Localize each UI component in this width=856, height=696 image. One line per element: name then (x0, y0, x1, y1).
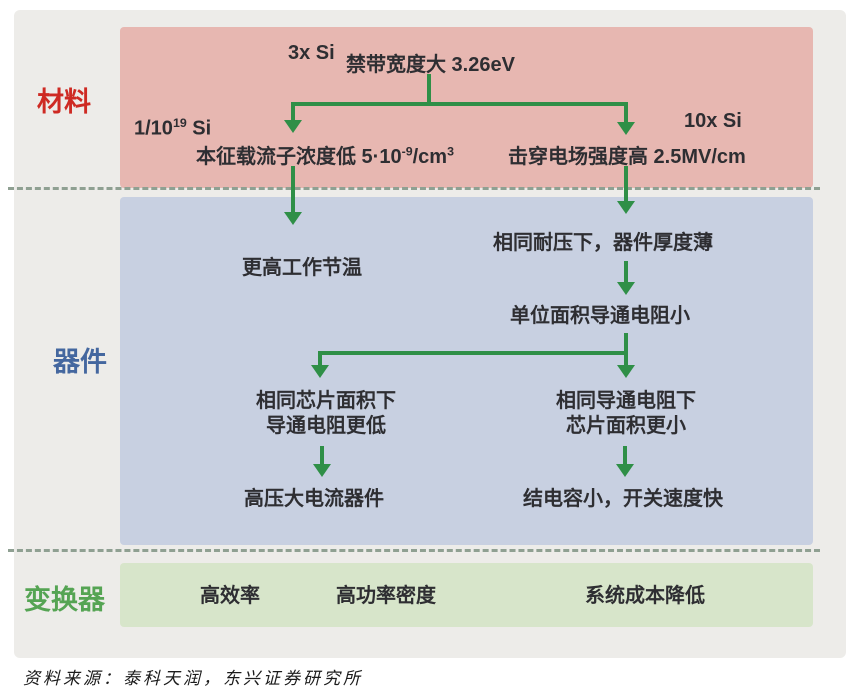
separator-device-converter (8, 549, 820, 552)
arrow-bandgap-split-bar (291, 102, 628, 106)
arrow-bandgap-stub (427, 74, 431, 105)
node-carrier-concentration: 本征载流子浓度低 5·10-9/cm3 (196, 140, 454, 169)
arrow-to-same-res-head (617, 365, 635, 378)
arrow-to-carrier-line (291, 102, 295, 121)
arrow-resistance-split-bar (318, 351, 628, 355)
carrier-ratio-sup: 19 (172, 116, 187, 130)
carrier-unit: /cm (412, 146, 448, 168)
arrow-to-breakdown-line (624, 102, 628, 123)
arrow-to-breakdown-head (617, 122, 635, 135)
carrier-text: 本征载流子浓度低 5·10 (196, 146, 402, 168)
arrow-thickness-to-resistance-line (624, 261, 628, 283)
arrow-to-same-area-line (318, 353, 322, 366)
arrow-resistance-split-stub (624, 333, 628, 353)
arrow-to-high-voltage-head (313, 464, 331, 477)
node-device-thickness: 相同耐压下，器件厚度薄 (493, 232, 713, 254)
arrow-breakdown-to-thickness-line (624, 166, 628, 202)
node-bandgap: 禁带宽度大 3.26eV (346, 54, 515, 76)
carrier-ratio-base: 1/10 (134, 117, 173, 140)
carrier-unit-exponent: 3 (447, 144, 454, 159)
device-box (120, 197, 813, 545)
arrow-to-same-area-head (311, 365, 329, 378)
arrow-to-capacitance-head (616, 464, 634, 477)
converter-item-power-density: 高功率密度 (336, 585, 436, 607)
converter-box (120, 563, 813, 627)
arrow-carrier-to-junction-head (284, 212, 302, 225)
section-label-material: 材料 (37, 87, 91, 117)
arrow-to-capacitance-line (623, 446, 627, 465)
label-3x-si: 3x Si (288, 42, 335, 64)
arrow-carrier-to-junction-line (291, 166, 295, 213)
arrow-to-same-res-line (624, 353, 628, 366)
section-label-device: 器件 (53, 347, 107, 377)
node-same-on-resistance-line2: 芯片面积更小 (566, 415, 686, 437)
label-10x-si: 10x Si (684, 110, 742, 132)
arrow-thickness-to-resistance-head (617, 282, 635, 295)
section-label-converter: 变换器 (24, 585, 105, 615)
carrier-ratio-suffix: Si (186, 117, 212, 140)
converter-item-system-cost: 系统成本降低 (585, 585, 705, 607)
node-breakdown-field: 击穿电场强度高 2.5MV/cm (508, 146, 746, 168)
node-same-chip-area: 相同芯片面积下 导通电阻更低 (256, 389, 396, 439)
node-high-voltage-current: 高压大电流器件 (244, 488, 384, 510)
arrow-breakdown-to-thickness-head (617, 201, 635, 214)
carrier-exponent: -9 (401, 144, 413, 159)
node-same-chip-area-line2: 导通电阻更低 (266, 415, 386, 437)
arrow-to-carrier-head (284, 120, 302, 133)
node-same-on-resistance-line1: 相同导通电阻下 (556, 390, 696, 412)
node-area-resistance: 单位面积导通电阻小 (510, 305, 690, 327)
arrow-to-high-voltage-line (320, 446, 324, 465)
material-box (120, 27, 813, 188)
node-junction-capacitance: 结电容小，开关速度快 (523, 488, 723, 510)
separator-material-device (8, 187, 820, 190)
footer-source-note: 资料来源：泰科天润，东兴证券研究所 (23, 669, 363, 688)
node-same-chip-area-line1: 相同芯片面积下 (256, 390, 396, 412)
node-junction-temperature: 更高工作节温 (242, 257, 362, 279)
node-same-on-resistance: 相同导通电阻下 芯片面积更小 (556, 389, 696, 439)
converter-item-efficiency: 高效率 (200, 585, 260, 607)
label-1-over-10e19-si: 1/1019 Si (134, 116, 211, 141)
